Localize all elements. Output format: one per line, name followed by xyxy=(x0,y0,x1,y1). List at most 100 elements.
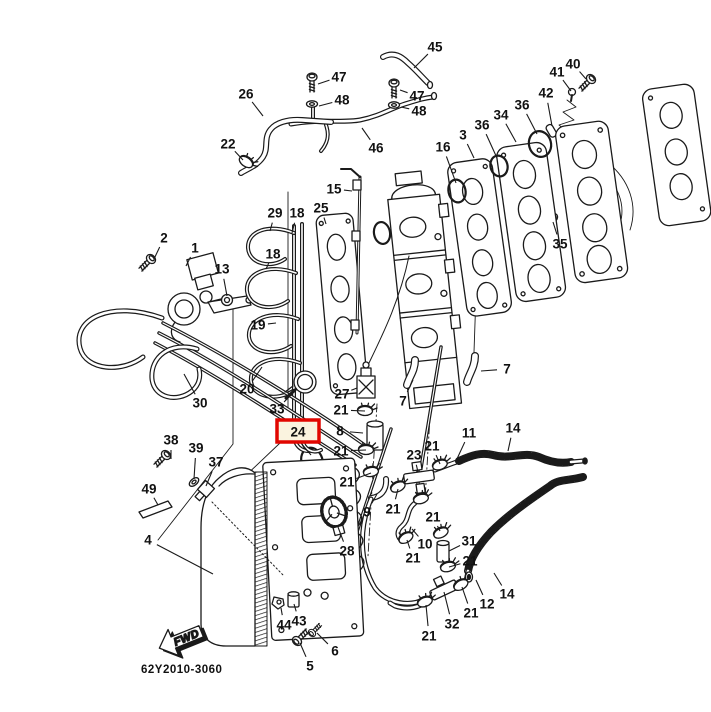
callout-47[interactable]: 47 xyxy=(317,70,347,85)
callout-26[interactable]: 26 xyxy=(238,87,264,117)
callout-21[interactable]: 21 xyxy=(333,403,366,418)
callout-28[interactable]: 28 xyxy=(337,526,355,559)
fasteners-top xyxy=(236,71,599,226)
callout-3[interactable]: 3 xyxy=(459,128,475,159)
callout-7[interactable]: 7 xyxy=(480,362,511,377)
callout-12[interactable]: 12 xyxy=(475,579,495,612)
callout-47[interactable]: 47 xyxy=(399,89,425,104)
callout-2[interactable]: 2 xyxy=(153,231,168,260)
callout-43[interactable]: 43 xyxy=(291,603,307,629)
callout-16[interactable]: 16 xyxy=(435,140,457,184)
callout-49[interactable]: 49 xyxy=(141,482,159,506)
callout-10[interactable]: 10 xyxy=(411,528,433,552)
svg-text:9: 9 xyxy=(363,505,371,520)
svg-text:38: 38 xyxy=(163,433,179,448)
callout-18[interactable]: 18 xyxy=(289,206,305,234)
svg-text:19: 19 xyxy=(250,318,265,333)
callout-42[interactable]: 42 xyxy=(538,86,554,127)
callout-15[interactable]: 15 xyxy=(326,182,353,197)
callout-46[interactable]: 46 xyxy=(361,127,384,156)
svg-text:41: 41 xyxy=(549,65,565,80)
svg-text:4: 4 xyxy=(144,533,152,548)
callout-33[interactable]: 33 xyxy=(269,390,296,417)
fuel-pump-assembly xyxy=(136,251,253,343)
canister-27 xyxy=(356,361,376,399)
callout-9[interactable]: 9 xyxy=(363,493,378,520)
svg-text:32: 32 xyxy=(444,617,459,632)
callout-44[interactable]: 44 xyxy=(276,607,292,633)
callout-4[interactable]: 4 xyxy=(144,533,214,575)
callout-29[interactable]: 29 xyxy=(267,206,283,232)
callout-21[interactable]: 21 xyxy=(448,554,478,569)
hose-loops xyxy=(76,222,368,467)
svg-text:16: 16 xyxy=(435,140,451,155)
callout-21[interactable]: 21 xyxy=(405,539,421,566)
svg-text:18: 18 xyxy=(265,247,281,262)
callout-38[interactable]: 38 xyxy=(163,433,179,460)
callout-18[interactable]: 18 xyxy=(265,247,281,270)
callout-19[interactable]: 19 xyxy=(250,318,277,333)
highlight-box xyxy=(275,418,321,444)
svg-text:14: 14 xyxy=(505,421,521,436)
svg-text:47: 47 xyxy=(409,89,424,104)
callout-21[interactable]: 21 xyxy=(421,604,437,644)
svg-text:14: 14 xyxy=(499,587,515,602)
callout-25[interactable]: 25 xyxy=(313,201,329,225)
intake-gasket-25 xyxy=(315,168,369,396)
callout-31[interactable]: 31 xyxy=(448,534,477,552)
callout-22[interactable]: 22 xyxy=(220,137,244,161)
callout-45[interactable]: 45 xyxy=(413,40,443,69)
seal-strip-49 xyxy=(138,500,173,519)
highlighted-callout-24[interactable]: 24 xyxy=(275,418,321,456)
callout-41[interactable]: 41 xyxy=(549,65,572,92)
fuel-pipe-15 xyxy=(356,176,361,334)
callout-5[interactable]: 5 xyxy=(299,642,314,674)
callout-7[interactable]: 7 xyxy=(399,379,414,409)
svg-text:42: 42 xyxy=(538,86,553,101)
callout-36[interactable]: 36 xyxy=(514,98,538,135)
svg-text:21: 21 xyxy=(333,403,349,418)
callout-30[interactable]: 30 xyxy=(183,373,208,411)
callout-8[interactable]: 8 xyxy=(336,424,364,439)
callout-23[interactable]: 23 xyxy=(406,448,422,473)
callout-40[interactable]: 40 xyxy=(565,57,587,80)
callout-32[interactable]: 32 xyxy=(443,591,460,632)
svg-text:36: 36 xyxy=(474,118,490,133)
callout-21[interactable]: 21 xyxy=(424,439,441,465)
carburetor-assembly xyxy=(368,170,463,410)
svg-text:36: 36 xyxy=(514,98,530,113)
callout-21[interactable]: 21 xyxy=(333,444,367,459)
svg-text:8: 8 xyxy=(336,424,344,439)
callout-21[interactable]: 21 xyxy=(339,472,372,490)
svg-text:29: 29 xyxy=(267,206,282,221)
plug-boots xyxy=(403,352,479,389)
callout-35[interactable]: 35 xyxy=(552,221,568,252)
callout-20[interactable]: 20 xyxy=(239,366,263,397)
callout-21[interactable]: 21 xyxy=(461,586,479,621)
callout-11[interactable]: 11 xyxy=(455,426,477,462)
callout-39[interactable]: 39 xyxy=(188,441,204,480)
callout-34[interactable]: 34 xyxy=(493,108,517,143)
callout-37[interactable]: 37 xyxy=(205,455,224,487)
callout-1[interactable]: 1 xyxy=(185,241,199,267)
callout-36[interactable]: 36 xyxy=(474,118,498,159)
callout-14[interactable]: 14 xyxy=(493,572,515,602)
callout-14[interactable]: 14 xyxy=(505,421,521,452)
callout-21[interactable]: 21 xyxy=(425,510,441,532)
svg-text:1: 1 xyxy=(191,241,199,256)
svg-text:21: 21 xyxy=(463,606,479,621)
callout-48[interactable]: 48 xyxy=(318,93,350,108)
callout-48[interactable]: 48 xyxy=(400,104,427,119)
knob-28 xyxy=(320,495,348,537)
svg-text:27: 27 xyxy=(334,387,349,402)
svg-text:11: 11 xyxy=(462,426,477,441)
callout-13[interactable]: 13 xyxy=(214,262,230,297)
hose-45-end xyxy=(426,80,434,90)
callout-27[interactable]: 27 xyxy=(334,387,358,402)
lower-plumbing xyxy=(395,449,588,601)
fuel-filter-column xyxy=(336,345,443,611)
callout-21[interactable]: 21 xyxy=(385,488,401,517)
callout-6[interactable]: 6 xyxy=(316,632,339,659)
